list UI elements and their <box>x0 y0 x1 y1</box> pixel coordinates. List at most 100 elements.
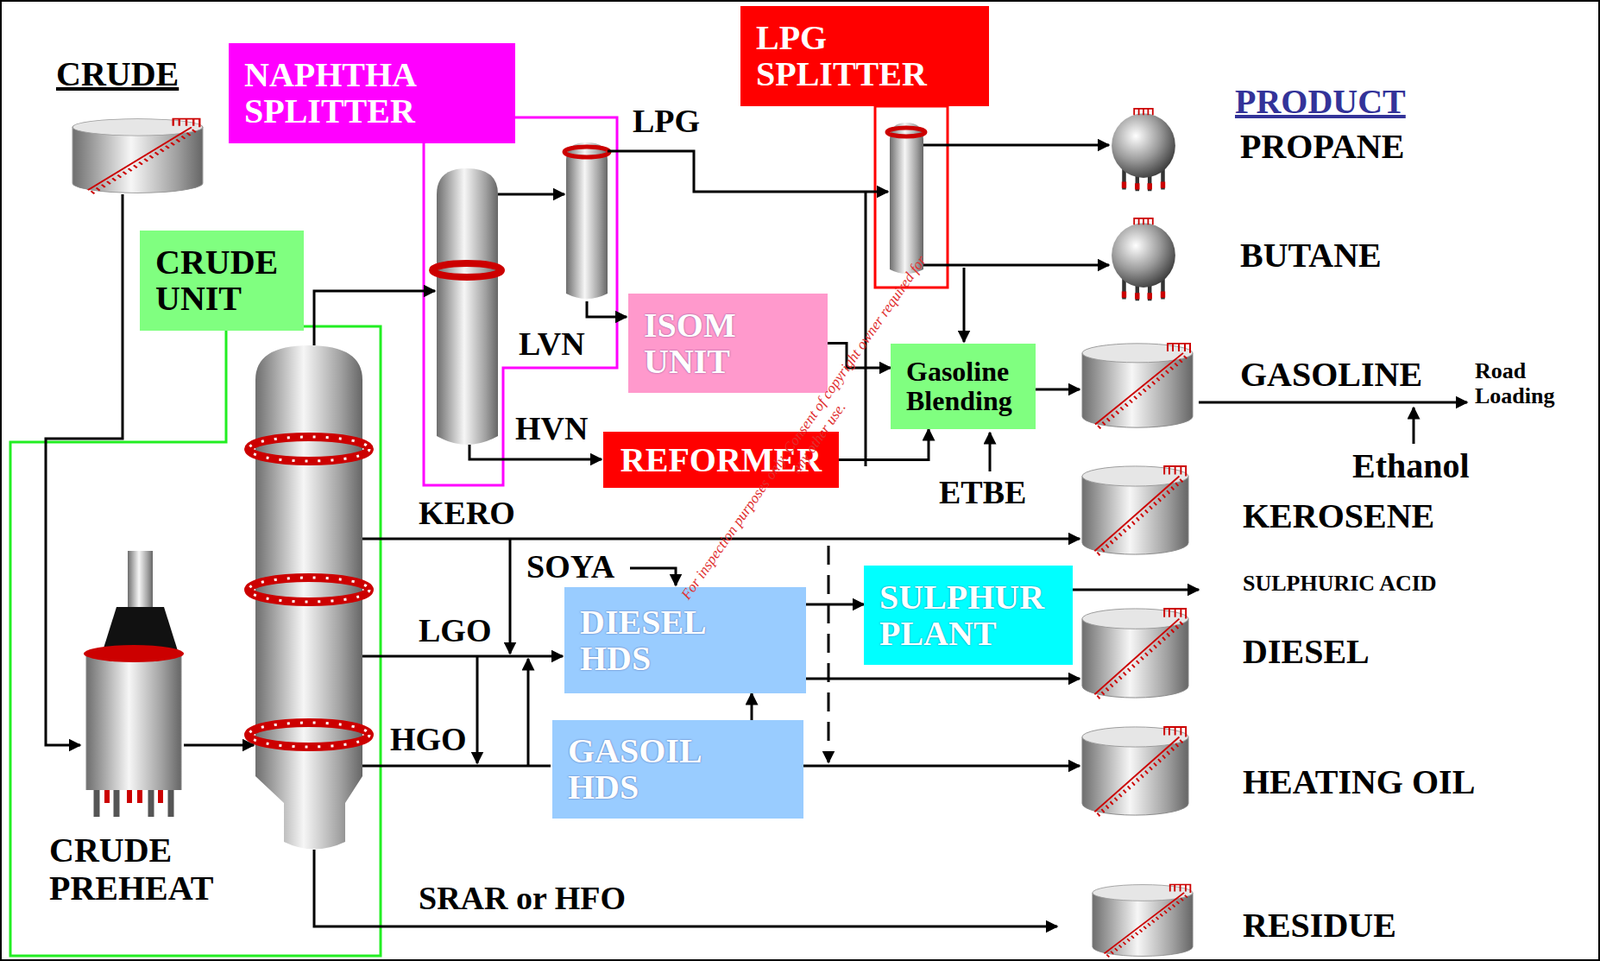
column-ring <box>248 436 370 461</box>
text-label: RESIDUE <box>1242 906 1397 945</box>
diesel-line <box>806 677 1080 681</box>
overhead-line <box>314 290 435 346</box>
butane-line <box>923 264 1109 267</box>
lvn-line <box>586 301 627 317</box>
gasoline-tank <box>1082 343 1193 428</box>
process-box: ISOM UNIT <box>628 293 828 393</box>
hgo-line <box>362 764 551 768</box>
column-body <box>566 142 608 299</box>
text-label: LGO <box>418 612 492 649</box>
process-box: NAPHTHA SPLITTER <box>228 43 516 144</box>
naphtha-splitter-column <box>432 168 502 445</box>
box-label: CRUDE UNIT <box>155 244 289 317</box>
etbe-line <box>988 432 992 472</box>
crude-column <box>248 345 370 850</box>
soya-line <box>629 567 676 586</box>
column-ring <box>248 577 370 602</box>
lgo-branch-line <box>476 655 479 763</box>
process-box: DIESEL HDS <box>564 586 807 693</box>
sulphuric-acid-line <box>1072 588 1199 592</box>
box-label: LPG SPLITTER <box>755 19 964 93</box>
text-label: BUTANE <box>1240 236 1382 275</box>
box-label: NAPHTHA SPLITTER <box>244 56 443 130</box>
flow-arrow <box>827 343 891 369</box>
text-label: ETBE <box>938 474 1027 511</box>
splitter-overhead-line <box>497 193 565 196</box>
furnace-body <box>86 653 182 790</box>
column-body <box>889 122 924 274</box>
text-label: LPG <box>632 103 700 140</box>
column-body <box>436 168 498 445</box>
flow-arrow <box>806 603 864 606</box>
flow-arrow <box>750 692 754 720</box>
text-label: HVN <box>515 410 588 448</box>
text-label: SRAR or HFO <box>418 880 626 917</box>
furnace-burners <box>107 789 161 803</box>
butane-blend-line <box>963 267 966 342</box>
gasoline-line <box>1035 388 1080 391</box>
heating-oil-tank <box>1082 726 1189 815</box>
process-lines <box>45 144 1468 926</box>
box-label: Gasoline Blending <box>906 357 1021 416</box>
column-ring-teeth <box>248 722 370 747</box>
lgo-line <box>362 655 563 658</box>
text-label: CRUDE PREHEAT <box>49 831 283 908</box>
lpg-splitter-column <box>887 122 926 274</box>
process-box: Gasoline Blending <box>890 343 1036 429</box>
box-label: GASOIL HDS <box>567 732 724 806</box>
column-ring <box>564 146 610 158</box>
text-label: CRUDE <box>56 55 179 94</box>
propane-sphere <box>1111 108 1176 191</box>
furnace-ring <box>83 644 184 662</box>
kero-line <box>362 537 1080 541</box>
crude-feed-line <box>45 194 123 745</box>
ethanol-line <box>1412 407 1416 444</box>
text-label: PROPANE <box>1240 127 1405 166</box>
lpg-splitter-outline <box>875 106 948 288</box>
furnace-stack <box>127 550 153 608</box>
residue-tank <box>1092 884 1193 957</box>
preheat-line <box>183 743 254 747</box>
text-label: LVN <box>518 326 586 363</box>
road-loading-line <box>1198 401 1468 404</box>
text-label: GASOLINE <box>1240 355 1423 394</box>
column-ring <box>432 263 502 278</box>
text-label: HGO <box>390 721 467 758</box>
box-label: ISOM UNIT <box>643 307 774 380</box>
lpg-line <box>607 151 889 192</box>
furnace-legs <box>96 789 171 817</box>
text-label: SOYA <box>526 548 615 586</box>
crude-unit-outline <box>10 326 381 956</box>
text-label: HEATING OIL <box>1242 762 1475 801</box>
text-label: SULPHURIC ACID <box>1242 571 1437 597</box>
text-label: Ethanol <box>1352 447 1470 486</box>
lpg-column <box>564 142 610 299</box>
text-label: PRODUCT <box>1234 82 1406 121</box>
crude-preheat-furnace <box>83 550 184 817</box>
process-box: REFORMER <box>603 431 839 488</box>
column-ring-teeth <box>248 577 370 602</box>
process-box: LPG SPLITTER <box>740 6 989 107</box>
heating-oil-line <box>803 764 1080 768</box>
column-ring-teeth <box>248 436 370 461</box>
column-ring <box>887 127 926 137</box>
butane-sphere <box>1111 218 1176 301</box>
process-box: SULPHUR PLANT <box>863 565 1073 665</box>
box-label: DIESEL HDS <box>579 604 736 677</box>
hvn-line <box>469 444 602 460</box>
hgo-branch-line <box>527 658 530 766</box>
dashed-bypass-line <box>827 545 831 763</box>
propane-line <box>923 144 1109 147</box>
text-label: Road Loading <box>1474 359 1572 409</box>
crude-tank <box>72 119 203 194</box>
box-label: REFORMER <box>620 441 822 479</box>
text-label: KEROSENE <box>1242 497 1435 536</box>
box-label: SULPHUR PLANT <box>879 579 1058 652</box>
text-label: DIESEL <box>1242 632 1370 671</box>
flow-arrow <box>838 428 929 460</box>
diesel-tank <box>1082 608 1189 698</box>
process-box: CRUDE UNIT <box>139 230 304 331</box>
residue-line <box>314 849 1058 926</box>
